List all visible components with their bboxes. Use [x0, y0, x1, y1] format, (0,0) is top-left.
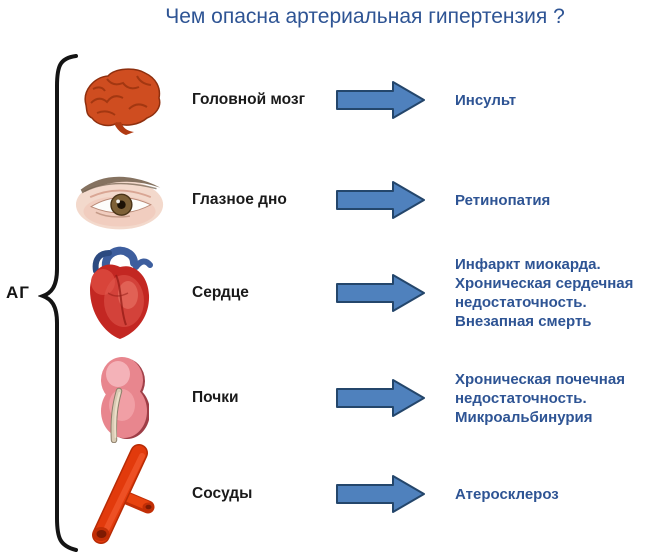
outcome-line: Хроническая почечная	[455, 370, 625, 388]
organ-label-brain: Головной мозг	[192, 91, 306, 108]
outcome-text-kidney: Хроническая почечная недостаточность. Ми…	[455, 370, 662, 427]
row-eye: Глазное дно Ретинопатия	[0, 156, 662, 244]
outcome-line: Инсульт	[455, 91, 517, 109]
organ-label-kidney: Почки	[192, 389, 239, 406]
arrow-right-icon	[335, 377, 427, 419]
row-heart: Сердце Инфаркт миокарда. Хроническая сер…	[0, 243, 662, 343]
organ-label-heart: Сердце	[192, 284, 249, 301]
heart-icon	[75, 245, 165, 341]
organ-label-vessel: Сосуды	[192, 485, 253, 502]
outcome-line: Внезапная смерть	[455, 313, 592, 330]
arrow-right-icon	[335, 272, 427, 314]
page-title: Чем опасна артериальная гипертензия ?	[165, 5, 565, 28]
arrow-right-icon	[335, 179, 427, 221]
outcome-text-eye: Ретинопатия	[455, 191, 662, 210]
outcome-text-heart: Инфаркт миокарда. Хроническая сердечная …	[455, 255, 662, 331]
outcome-line: Инфаркт миокарда.	[455, 256, 601, 273]
eye-icon	[75, 167, 165, 233]
vessel-icon	[75, 444, 165, 544]
outcome-text-brain: Инсульт	[455, 91, 662, 110]
curly-brace	[38, 54, 78, 552]
ag-label: АГ	[6, 283, 30, 302]
row-brain: Головной мозг Инсульт	[0, 56, 662, 144]
row-kidney: Почки Хроническая почечная недостаточнос…	[0, 350, 662, 446]
arrow-right-icon	[335, 79, 427, 121]
brain-icon	[75, 65, 165, 135]
outcome-line: недостаточность.	[455, 294, 587, 311]
outcome-line: Атеросклероз	[455, 485, 559, 503]
outcome-line: Ретинопатия	[455, 191, 551, 209]
outcome-line: недостаточность.	[455, 389, 587, 407]
row-vessel: Сосуды Атеросклероз	[0, 444, 662, 544]
kidney-icon	[75, 353, 165, 443]
arrow-right-icon	[335, 473, 427, 515]
organ-label-eye: Глазное дно	[192, 191, 287, 208]
outcome-line: Микроальбинурия	[455, 408, 593, 426]
outcome-text-vessel: Атеросклероз	[455, 485, 662, 504]
outcome-line: Хроническая сердечная	[455, 275, 634, 292]
